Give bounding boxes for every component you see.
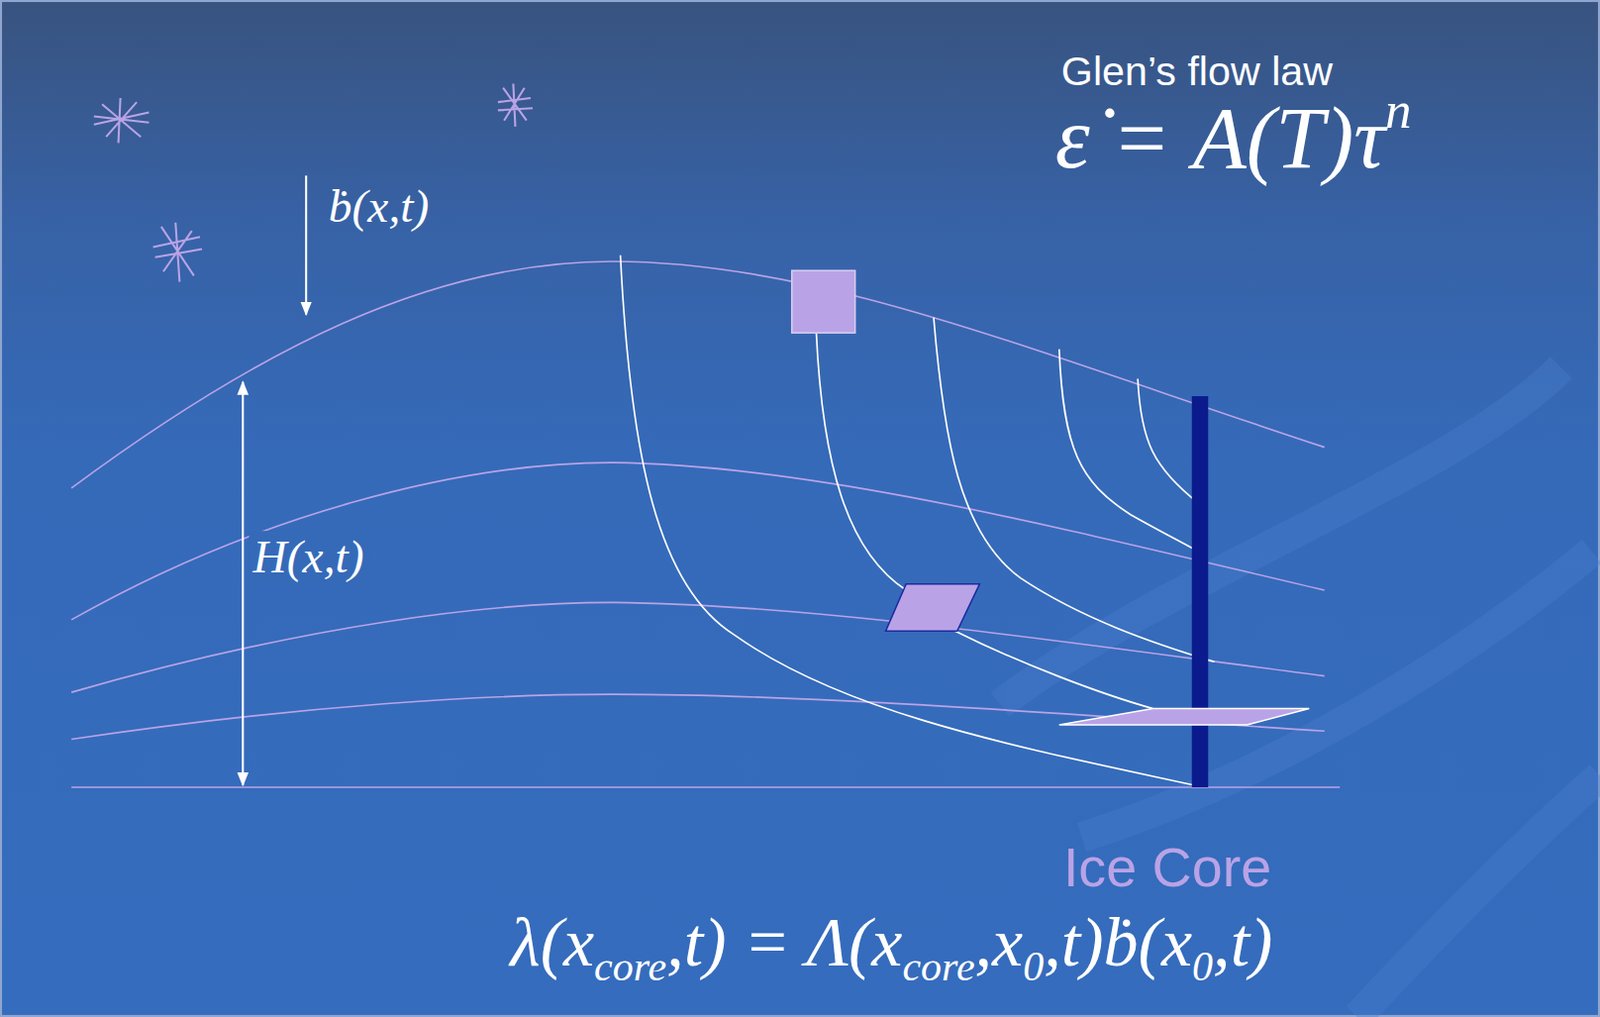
label-text: ,t) = Λ(x [666,903,902,982]
label-text: ḃ(x,t) [328,179,429,232]
label-text: ,t) [1212,903,1273,982]
label-text: ,t)ḃ(x [1043,903,1193,982]
subscript: core [594,943,667,990]
flow-law-equation: ε̇ = A(T)τn [1055,79,1412,189]
thickness-label: H(x,t) [248,530,368,586]
layer-thickness-equation: λ(xcore,t) = Λ(xcore,x0,t)ḃ(x0,t) [509,902,1273,993]
label-text: Glen’s flow law [1061,47,1333,93]
subscript: core [901,943,975,990]
ice-core-label: Ice Core [1063,834,1272,899]
label-text: ,x [975,903,1024,982]
subscript: 0 [1192,943,1213,990]
accumulation-label: ḃ(x,t) [328,179,429,234]
label-text: H(x,t) [253,530,365,584]
exponent: n [1385,80,1412,139]
label-text: Ice Core [1063,835,1272,898]
label-text: λ(x [509,903,595,982]
subscript: 0 [1022,943,1044,990]
flow-law-title: Glen’s flow law [1061,46,1333,94]
label-text: ε̇ = A(T)τ [1055,88,1386,187]
